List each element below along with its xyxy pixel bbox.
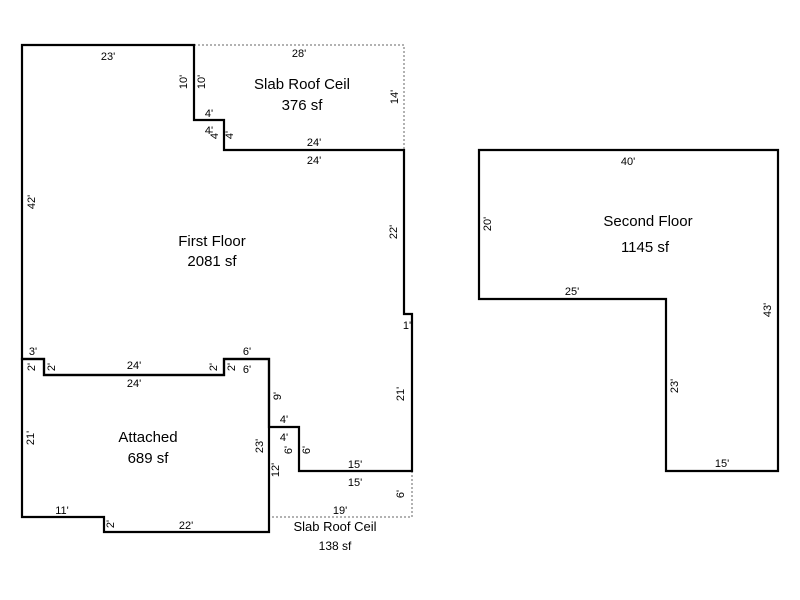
dim-ff-notch-a-h-out: 4' [205,108,213,120]
dim-ff-jog: 1' [403,320,411,332]
dim-ff-notch-a-v-out: 10' [178,75,190,89]
dim-sf-bottom: 15' [715,458,729,470]
dim-ff-right-lower: 21' [395,387,407,401]
dim-sf-inner-h: 25' [565,286,579,298]
slab-top-area: 376 sf [282,97,324,114]
second-floor-area: 1145 sf [621,239,670,256]
dim-ff-step-h-out: 4' [280,414,288,426]
dim-ff-bottom-right-in: 15' [348,477,362,489]
dim-ff-notch-b-v-out: 4' [209,131,221,139]
dim-ff-notch-a-v-in: 10' [196,75,208,89]
dim-ff-left: 42' [26,195,38,209]
dim-att-bottom-right: 22' [179,520,193,532]
dim-ff-notch-a-h-in: 4' [205,125,213,137]
dim-ff-upper-right-in: 24' [307,155,321,167]
slab-roof-bottom-outline [269,471,413,518]
dim-att-left: 21' [25,431,37,445]
dim-att-bottom-left: 11' [55,505,69,517]
dim-att-left-notch-out: 2' [26,363,38,371]
dim-att-top-right-in: 6' [243,364,251,376]
dim-att-bottom-step: 2' [105,520,117,528]
dim-ff-upper-right-out: 24' [307,137,321,149]
slab-bottom-name: Slab Roof Ceil [293,519,376,534]
dim-ff-notch-b-v-in: 4' [224,131,236,139]
second-floor-outline [477,148,780,473]
dim-slab-bottom-right: 6' [395,490,407,498]
dim-att-top-in: 24' [127,378,141,390]
dim-slab-top: 28' [292,48,306,60]
dim-slab-bottom-bottom: 19' [333,505,347,517]
dim-ff-step-v-out: 6' [283,446,295,454]
dim-att-top-out: 24' [127,360,141,372]
dim-ff-mid-right: 9' [272,392,284,400]
attached-outline [20,357,271,534]
dim-sf-left: 20' [482,217,494,231]
first-floor-area: 2081 sf [187,253,237,270]
slab-bottom-area: 138 sf [319,539,352,553]
first-floor-name: First Floor [178,233,246,250]
dim-ff-step-v-in: 6' [301,446,313,454]
dim-sf-inner-v: 23' [669,379,681,393]
dim-sf-top: 40' [621,156,635,168]
dim-att-right-lower: 12' [270,463,282,477]
attached-area: 689 sf [128,450,170,467]
dim-ff-step-h-in: 4' [280,432,288,444]
dim-slab-right: 14' [389,90,401,104]
dim-att-right-notch-out: 2' [208,363,220,371]
dim-att-right-notch-in: 2' [226,363,238,371]
second-floor-name: Second Floor [603,213,692,230]
dim-ff-bottom-right-out: 15' [348,459,362,471]
dim-ff-top: 23' [101,51,115,63]
dim-att-right-tall: 23' [254,439,266,453]
dim-sf-right: 43' [762,303,774,317]
dim-ff-right-upper: 22' [388,225,400,239]
slab-top-name: Slab Roof Ceil [254,76,350,93]
dim-att-top-right-out: 6' [243,346,251,358]
dim-att-top-left-short: 3' [29,346,37,358]
dim-att-left-notch-in: 2' [46,363,58,371]
attached-name: Attached [118,429,177,446]
slab-roof-top-outline [194,44,405,150]
